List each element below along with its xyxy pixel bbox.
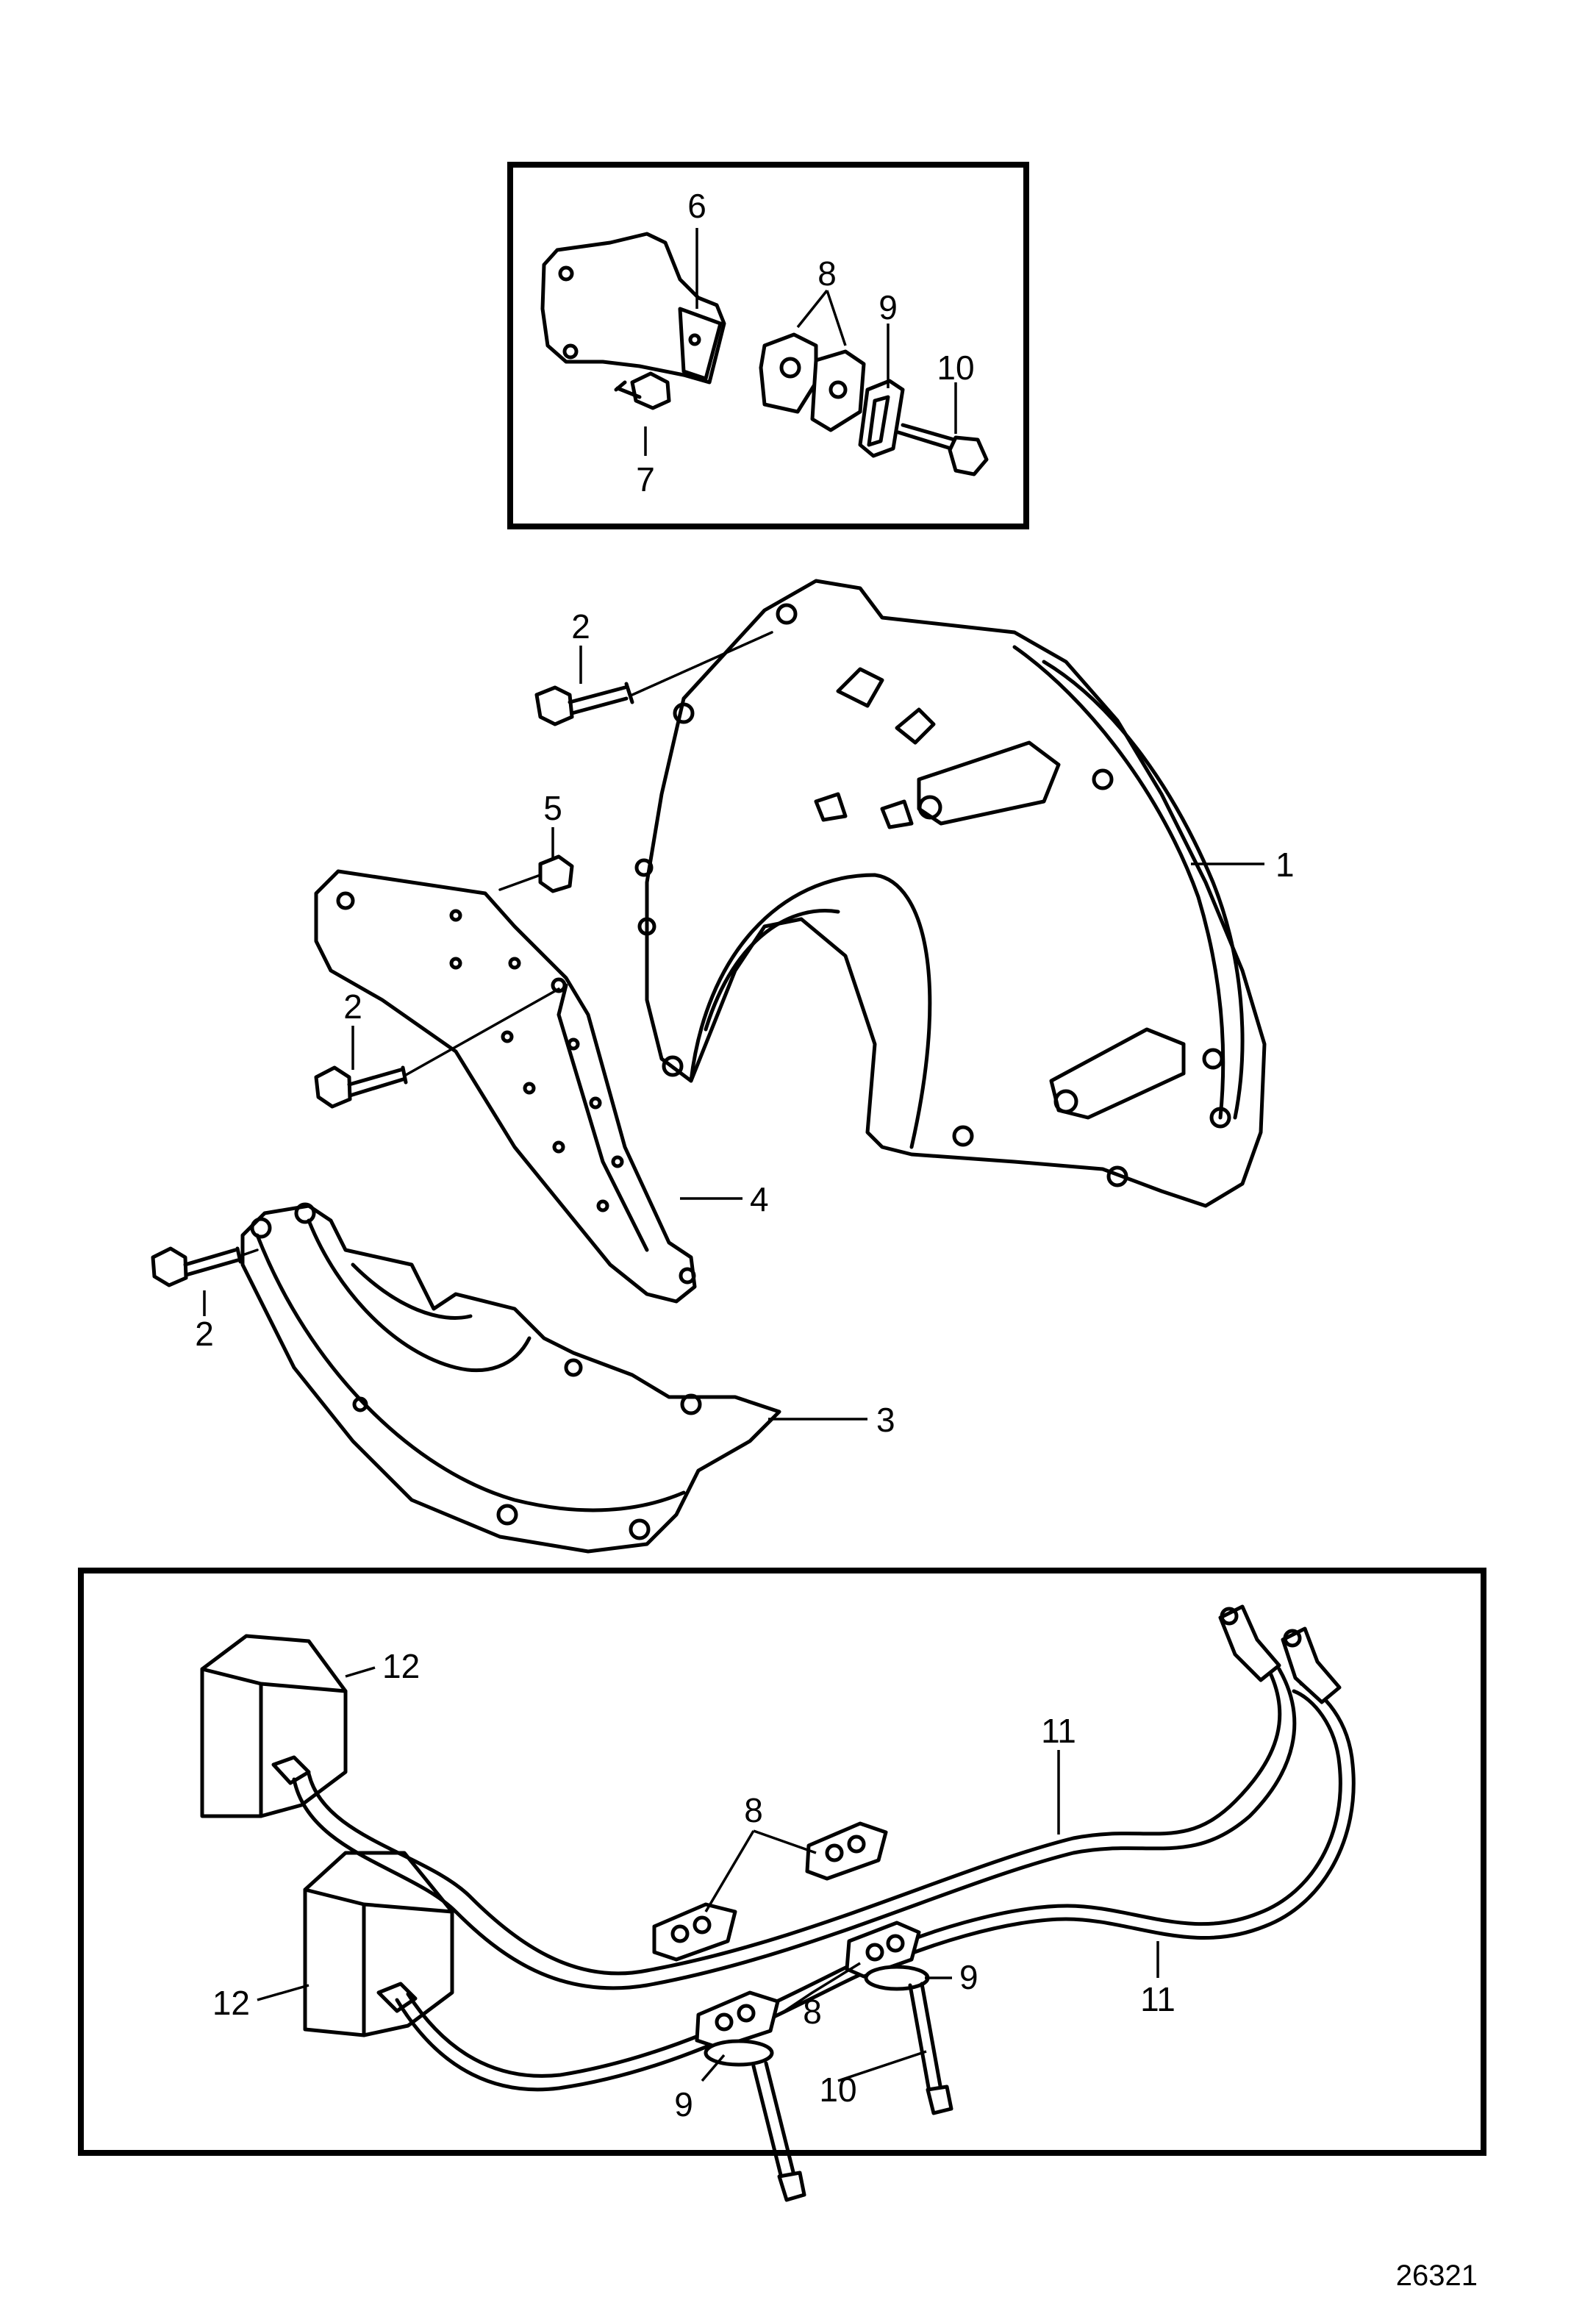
clamp-part-8 [759, 332, 866, 432]
bolt-part-2-upper [534, 631, 773, 726]
washer-part-9-left [704, 2039, 774, 2067]
washer-part-9-right [864, 1965, 930, 1991]
callout-12-lower: 12 [212, 1984, 250, 2022]
callout-9-left: 9 [674, 2085, 693, 2123]
bolt-part-2-lower [151, 1246, 259, 1287]
top-inset-frame [507, 162, 1029, 529]
main-assembly: 1 2 5 2 4 2 3 [151, 579, 1295, 1554]
callout-12-upper: 12 [382, 1647, 420, 1685]
cover-part-3 [240, 1202, 781, 1554]
callout-1: 1 [1275, 846, 1295, 884]
callout-4: 4 [750, 1180, 769, 1218]
callout-8: 8 [817, 254, 837, 293]
cable-harness-part-11 [292, 1604, 1356, 2092]
callout-10: 10 [937, 349, 974, 387]
plate-part-9 [858, 379, 905, 458]
top-detail-inset: 6 7 8 9 10 [507, 162, 1029, 529]
callout-9: 9 [878, 288, 898, 326]
callout-10-bottom: 10 [819, 2071, 856, 2109]
bottom-inset-frame [78, 1568, 1486, 2156]
callout-2-middle: 2 [343, 987, 362, 1026]
callout-8-lower: 8 [803, 1993, 822, 2031]
bolt-part-10-right [908, 1982, 953, 2115]
clamp-part-8-upper-left [652, 1902, 737, 1962]
bolt-part-2-middle [314, 987, 560, 1109]
callout-9-right: 9 [959, 1958, 978, 1996]
callout-5: 5 [543, 789, 562, 827]
callout-7: 7 [636, 460, 655, 499]
callout-11-lower: 11 [1140, 1980, 1175, 2018]
callout-11-upper: 11 [1041, 1712, 1076, 1750]
bolt-part-10-left [751, 2061, 806, 2202]
plate-part-4 [314, 869, 697, 1304]
callout-6: 6 [687, 187, 706, 225]
figure-reference-number: 26321 [1396, 2260, 1478, 2292]
callout-2-upper: 2 [571, 607, 590, 646]
clamp-part-8-lower-left [695, 1990, 780, 2050]
bolt-part-10 [896, 423, 989, 476]
clamp-part-8-upper-right [805, 1821, 888, 1881]
bottom-detail-inset: 12 12 11 11 8 8 9 9 10 [78, 1568, 1486, 2202]
flywheel-housing-part-1 [634, 579, 1267, 1208]
clamp-part-8-lower-right [845, 1921, 921, 1979]
bolt-part-5 [498, 854, 574, 893]
bracket-part-6 [540, 232, 726, 385]
sensor-block-part-12-lower [303, 1851, 454, 2037]
callout-2-lower: 2 [195, 1315, 214, 1353]
bolt-part-7 [614, 371, 671, 410]
sensor-block-part-12-upper [200, 1634, 348, 1818]
callout-3: 3 [876, 1401, 895, 1439]
callout-8-upper: 8 [744, 1791, 763, 1829]
